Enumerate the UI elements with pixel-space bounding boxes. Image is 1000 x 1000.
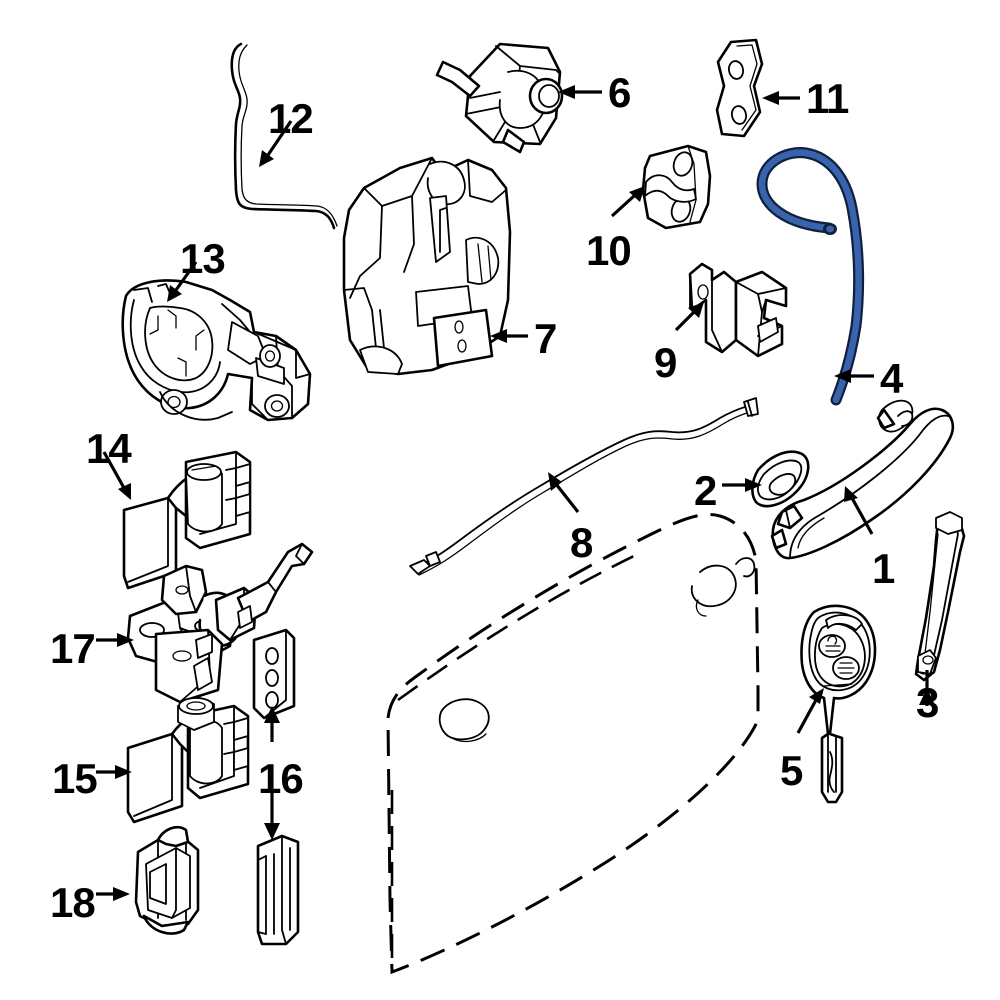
part-6-lock-actuator: [435, 42, 564, 154]
callout-6[interactable]: 6: [608, 69, 631, 116]
callout-3[interactable]: 3: [916, 679, 939, 726]
callout-16[interactable]: 16: [258, 755, 304, 802]
part-15-lower-hinge: [126, 697, 250, 824]
part-16-shim-plate: [252, 628, 296, 720]
leader-1: [844, 486, 874, 535]
callout-5[interactable]: 5: [780, 747, 803, 794]
part-7-door-latch: [342, 156, 512, 376]
leader-13: [167, 261, 198, 302]
callout-10[interactable]: 10: [586, 227, 632, 274]
leader-17: [96, 633, 134, 647]
part-5-key-fob: [800, 604, 877, 804]
leader-14: [102, 451, 131, 500]
leader-18: [96, 887, 130, 901]
callout-15[interactable]: 15: [52, 755, 98, 802]
callout-14[interactable]: 14: [86, 425, 132, 472]
callout-11[interactable]: 11: [806, 75, 849, 122]
leader-12: [259, 120, 293, 167]
part-3-handle-lever: [914, 511, 966, 682]
part-14-upper-hinge: [122, 450, 252, 590]
part-8-release-cable: [409, 397, 759, 576]
callout-9[interactable]: 9: [654, 339, 677, 386]
leader-7: [490, 329, 528, 343]
leader-5: [796, 688, 824, 734]
callout-17[interactable]: 17: [50, 625, 96, 672]
part-1-door-handle: [770, 399, 955, 560]
callout-4[interactable]: 4: [880, 355, 903, 402]
part-13-lock-cylinder: [121, 279, 312, 422]
callout-18[interactable]: 18: [50, 879, 96, 926]
leader-8: [548, 472, 580, 513]
callout-12[interactable]: 12: [268, 95, 314, 142]
leader-lines: [96, 85, 935, 901]
part-17-door-check: [126, 542, 314, 704]
leader-2: [722, 478, 762, 492]
part-18-retainer-clip: [134, 826, 200, 935]
callout-8[interactable]: 8: [570, 519, 593, 566]
callout-7[interactable]: 7: [534, 315, 557, 362]
part-4-release-cable-highlighted: [756, 147, 865, 406]
leader-4: [834, 369, 874, 383]
part-11-striker-shim: [715, 38, 764, 138]
part-2-handle-cap: [751, 450, 810, 508]
leader-6: [558, 85, 602, 99]
part-16-wedge: [256, 834, 300, 946]
callout-1[interactable]: 1: [872, 545, 895, 592]
leader-9: [674, 302, 704, 332]
leader-15: [96, 765, 132, 779]
leader-11: [762, 91, 800, 105]
leader-16-upper: [264, 706, 280, 742]
door-phantom-outline: [386, 513, 760, 975]
leader-16-lower: [264, 790, 280, 840]
leader-10: [610, 186, 645, 218]
part-9-mounting-bracket: [688, 262, 788, 358]
part-10-striker: [641, 144, 712, 230]
callout-13[interactable]: 13: [180, 235, 226, 282]
part-12-lock-rod: [230, 42, 338, 230]
leader-3: [919, 670, 935, 706]
callout-2[interactable]: 2: [694, 467, 717, 514]
